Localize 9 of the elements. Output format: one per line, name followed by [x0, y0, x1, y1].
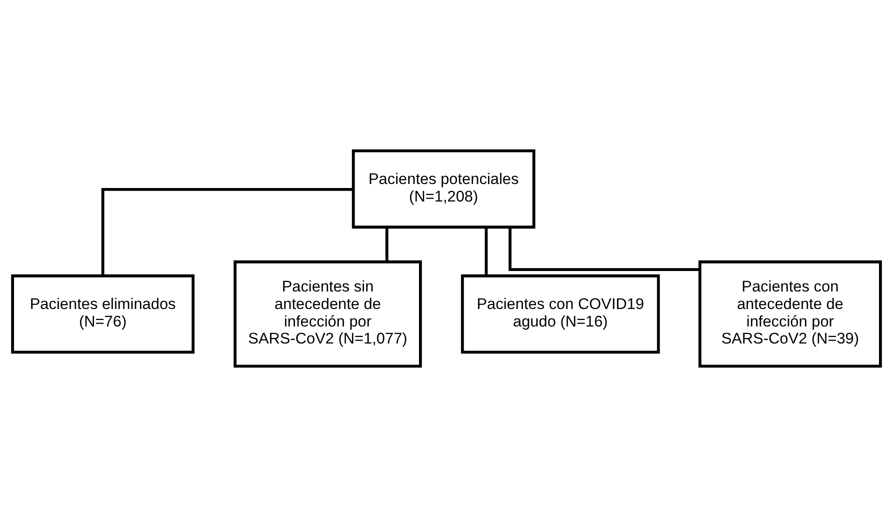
- connector: [484, 226, 488, 276]
- node-box: Pacientes potenciales (N=1,208): [352, 148, 536, 228]
- connector: [508, 226, 700, 271]
- node-box: Pacientes con antecedente de infección por SARS-CoV2 (N=39): [698, 260, 882, 368]
- node-box: Pacientes sin antecedente de infección por SARS-CoV2 (N=1,077): [234, 260, 422, 368]
- node-box: Pacientes eliminados (N=76): [11, 274, 195, 354]
- connector: [385, 226, 388, 262]
- connector: [101, 188, 354, 276]
- node-box: Pacientes con COVID19 agudo (N=16): [460, 274, 660, 354]
